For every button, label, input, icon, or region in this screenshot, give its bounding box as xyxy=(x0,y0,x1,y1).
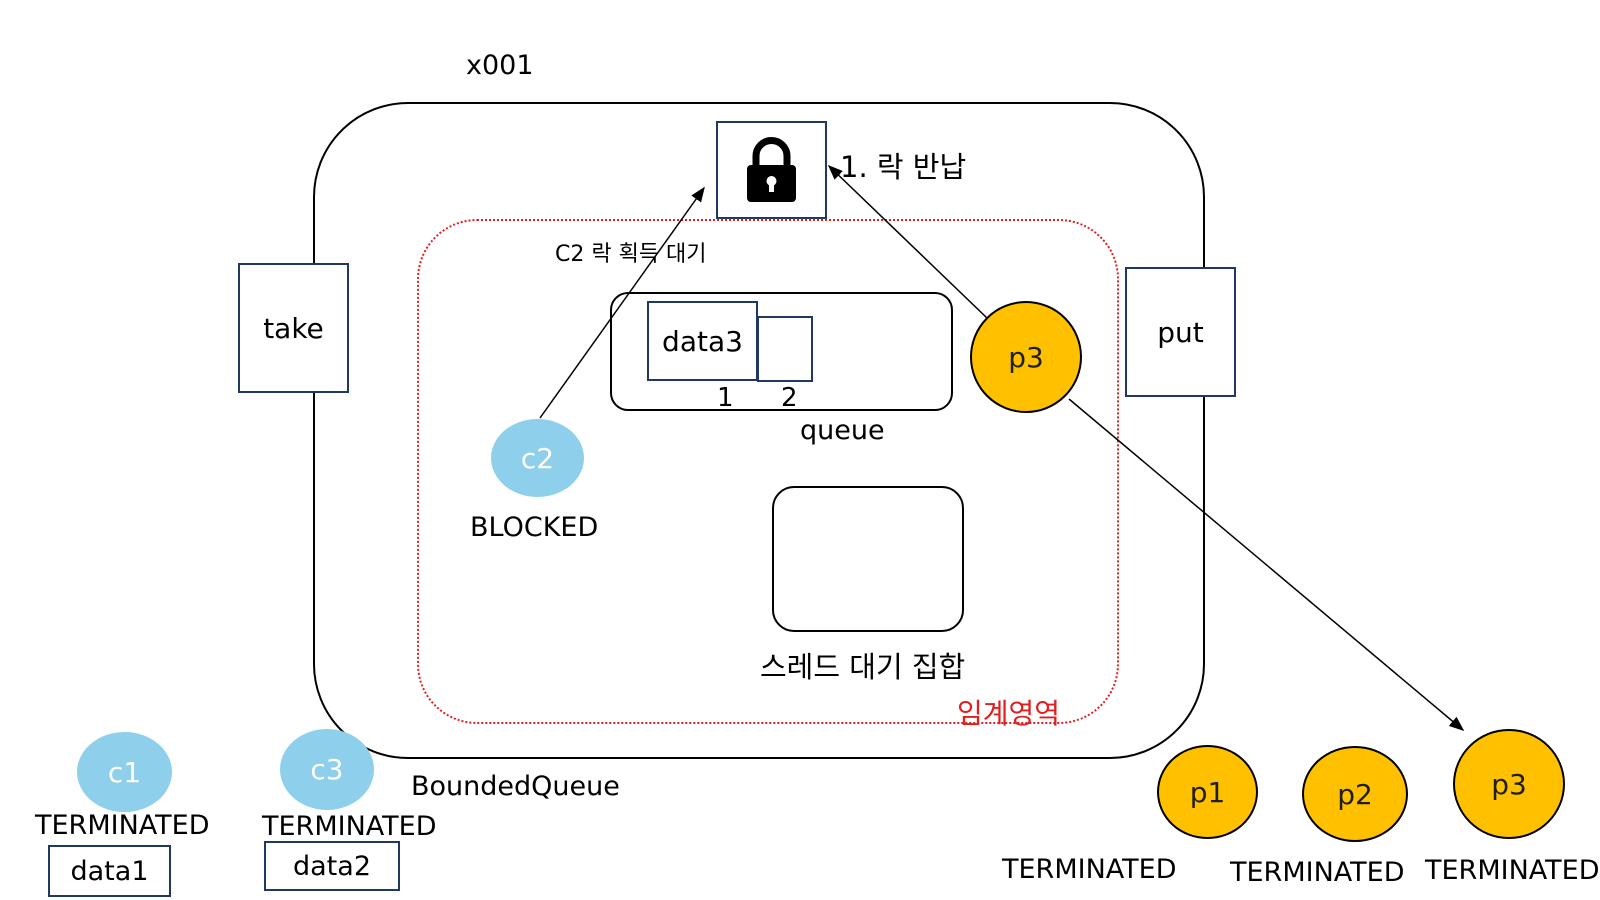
queue-index-1: 1 xyxy=(717,383,734,413)
lock-box xyxy=(716,121,827,219)
critical-section-label: 임계영역 xyxy=(957,697,1061,730)
thread-p3-inside: p3 xyxy=(970,301,1082,413)
thread-wait-set xyxy=(772,486,964,632)
thread-p2-state: TERMINATED xyxy=(1230,857,1405,888)
thread-p1: p1 xyxy=(1157,745,1258,839)
put-method-box: put xyxy=(1125,267,1236,397)
thread-c2-state: BLOCKED xyxy=(470,512,599,543)
thread-p2: p2 xyxy=(1302,746,1408,842)
thread-c3: c3 xyxy=(280,729,374,810)
thread-c3-data: data2 xyxy=(264,841,400,891)
thread-c1-data: data1 xyxy=(48,845,171,897)
wait-set-label: 스레드 대기 집합 xyxy=(760,650,966,684)
queue-slot-1: data3 xyxy=(647,301,758,381)
thread-c1: c1 xyxy=(77,732,172,812)
thread-p3: p3 xyxy=(1453,729,1565,839)
queue-index-2: 2 xyxy=(781,383,798,413)
class-label: BoundedQueue xyxy=(411,771,620,802)
lock-release-label: 1. 락 반납 xyxy=(840,150,967,184)
thread-c2: c2 xyxy=(491,419,584,497)
queue-slot-2 xyxy=(757,316,813,382)
thread-c1-state: TERMINATED xyxy=(35,810,210,841)
thread-c3-state: TERMINATED xyxy=(262,811,437,842)
instance-label: x001 xyxy=(466,50,534,81)
thread-p1-state: TERMINATED xyxy=(1002,854,1177,885)
queue-label: queue xyxy=(800,415,885,446)
thread-p3-state: TERMINATED xyxy=(1425,855,1600,886)
lock-icon xyxy=(747,137,796,202)
lock-wait-label: C2 락 획득 대기 xyxy=(555,242,707,267)
take-method-box: take xyxy=(238,263,349,393)
